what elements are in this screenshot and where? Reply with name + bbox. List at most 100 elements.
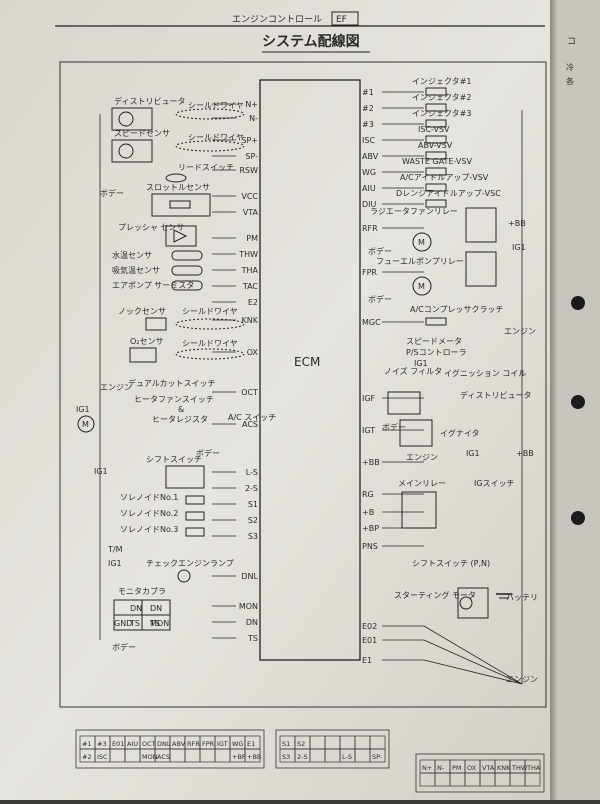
- fuel-pump-motor-icon: [412, 276, 432, 296]
- fan-motor-icon: [77, 415, 95, 433]
- check-engine-lamp-icon: [177, 569, 191, 583]
- noise-filter-label: ノイズ フィルタ: [384, 366, 442, 376]
- ground-fan-wire-2: [423, 659, 523, 685]
- binder-hole: [571, 511, 585, 525]
- main-page: [0, 0, 560, 800]
- ecm-pin-left-5: VCC: [241, 192, 258, 201]
- shield-wire-label-4: シールドワイヤ: [182, 339, 238, 348]
- diagram-frame: [59, 61, 547, 708]
- isc-vsv-label: ISC-VSV: [418, 125, 450, 134]
- speedometer-label: スピードメータ: [406, 337, 462, 346]
- ecm-pin-left-14: OCT: [241, 388, 258, 397]
- abv-vsv-icon: [425, 151, 447, 160]
- igniter-box: [399, 419, 433, 447]
- distributor-label: ディストリビュータ: [114, 96, 185, 106]
- body-ground-label-6: ボデー: [382, 422, 406, 432]
- ecm-pin-left-17: 2-S: [245, 484, 258, 493]
- air-pump-thermistor-label: エアポンプ サーミスタ: [112, 281, 194, 290]
- ecm-pin-right-6: AIU: [362, 184, 376, 193]
- solenoid-3-label: ソレノイドNo.3: [120, 525, 178, 534]
- engine-ground-label-2: エンジン: [504, 327, 536, 336]
- connector-3-top-label-4: VTA: [482, 764, 495, 772]
- injector-1-label: インジェクタ#1: [412, 77, 471, 86]
- ecm-pin-left-0: N+: [245, 100, 258, 109]
- connector-1-bottom-cell-11: [244, 748, 261, 763]
- ecm-pin-right-14: RG: [362, 490, 374, 499]
- connector-1-top-label-2: E01: [112, 740, 124, 748]
- engine-ground-label-4: エンジン: [506, 675, 538, 684]
- fuel-pump-relay-box: [465, 251, 497, 287]
- distributor-right-label: ディストリビュータ: [460, 390, 531, 400]
- coupler-gnd: GND: [114, 619, 132, 628]
- ig1-label-5: IG1: [414, 359, 428, 368]
- monitor-coupler-label: モニタカプラ: [118, 587, 166, 596]
- ecm-pin-right-9: FPR: [362, 268, 377, 277]
- side-tab-2: 冷: [566, 62, 574, 72]
- connector-3-top-label-7: THA: [526, 764, 541, 772]
- ecm-pin-right-16: +BP: [362, 524, 379, 533]
- connector-2-bottom-label-6: SP-: [372, 753, 383, 761]
- check-engine-lamp-label: チェックエンジンランプ: [146, 559, 234, 568]
- battery-label: バッテリ: [506, 593, 538, 602]
- connector-1-shell: [75, 729, 265, 769]
- connector-1-top-label-11: E1: [247, 740, 255, 748]
- body-ground-label-2: ボデー: [196, 448, 220, 458]
- connector-1-bottom-label-1: ISC: [97, 753, 108, 761]
- connector-3-top-label-3: OX: [467, 764, 477, 772]
- ps-controller-label: P/Sコントローラ: [406, 348, 467, 357]
- ecm-pin-left-8: THW: [238, 250, 258, 259]
- ac-switch-label: A/C スイッチ: [228, 413, 276, 422]
- ecm-pin-left-23: DN: [246, 618, 258, 627]
- body-ground-label-1: ボデー: [100, 188, 124, 198]
- ecm-pin-left-16: L-S: [246, 468, 258, 477]
- main-relay-box: [401, 491, 437, 529]
- connector-1-bottom-label-4: MON: [142, 753, 158, 761]
- engine-ground-label-1: エンジン: [100, 383, 132, 392]
- fan-motor-symbol: M: [82, 420, 89, 429]
- ecm-pin-left-20: S3: [248, 532, 258, 541]
- connector-1-bottom-label-10: +BP: [232, 753, 246, 761]
- radiator-fan-relay-label: ラジエータファンリレー: [370, 207, 458, 216]
- throttle-sensor-box: [151, 193, 211, 217]
- main-relay-label: メインリレー: [398, 479, 446, 488]
- shift-switch-pn-label: シフトスイッチ (P,N): [412, 559, 490, 568]
- ecm-pin-left-12: KNK: [242, 316, 259, 325]
- fuel-pump-motor-symbol: M: [418, 282, 425, 291]
- body-ground-label-5: ボデー: [368, 294, 392, 304]
- throttle-resistor-icon: [169, 200, 191, 209]
- ecm-pin-right-12: IGT: [362, 426, 375, 435]
- ecm-pin-right-10: MGC: [362, 318, 381, 327]
- ig1-label-1: IG1: [76, 405, 90, 414]
- connector-1-bottom-label-0: #2: [82, 753, 92, 761]
- speed-sensor-box: [111, 139, 153, 163]
- isc-vsv-icon: [425, 135, 447, 144]
- throttle-sensor-label: スロットルセンサ: [146, 183, 210, 192]
- o2-sensor-icon: [129, 347, 157, 363]
- o2-sensor-label: O₂センサ: [130, 337, 164, 346]
- ecm-pin-left-19: S2: [248, 516, 258, 525]
- injector-1-icon: [425, 87, 447, 96]
- reed-switch-label: リードスイッチ: [178, 163, 234, 172]
- connector-1-top-label-10: WG: [232, 740, 243, 748]
- shield-wire-label-2: シールドワイヤ: [188, 133, 244, 142]
- ecm-pin-right-0: #1: [362, 88, 374, 97]
- ecm-pin-left-2: SP+: [241, 136, 258, 145]
- connector-1-top-label-6: ABV: [172, 740, 186, 748]
- ecm-pins-right: #1#2#3ISCABVWGAIUDIURFRFPRMGCIGFIGT+BBRG…: [362, 88, 381, 665]
- solenoid-1-label: ソレノイドNo.1: [120, 493, 178, 502]
- connector-2-top-label-1: S2: [297, 740, 305, 748]
- shift-switch-label: シフトスイッチ: [146, 455, 202, 464]
- ecm-pin-right-2: #3: [362, 120, 374, 129]
- side-tab-3: 各: [566, 76, 574, 86]
- side-tab: コ: [567, 37, 576, 47]
- pressure-sensor-label: プレッシャ センサ: [118, 223, 185, 232]
- body-ground-label-3: ボデー: [112, 642, 136, 652]
- connector-1-bottom-label-5: ACS: [157, 753, 170, 761]
- distributor-pickup-icon: [118, 111, 134, 127]
- shield-wire-label-1: シールドワイヤ: [188, 101, 244, 110]
- ground-fan-wire-0: [423, 625, 523, 685]
- dual-cut-switch-label: デュアルカットスイッチ: [128, 378, 216, 388]
- ecm-pin-right-15: +B: [362, 508, 374, 517]
- connector-3-top-label-1: N-: [437, 764, 445, 772]
- page-fold-shadow: [550, 0, 558, 800]
